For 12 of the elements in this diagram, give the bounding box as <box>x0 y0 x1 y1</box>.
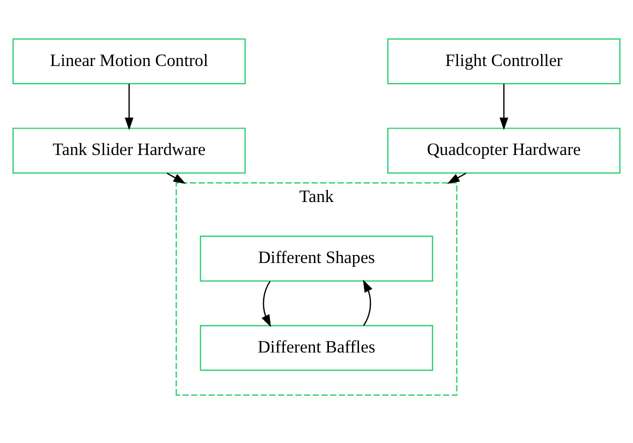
node-box: Tank Slider Hardware <box>12 127 246 174</box>
arrow <box>124 84 134 130</box>
arrow <box>362 279 372 326</box>
arrow <box>447 172 466 184</box>
arrow <box>262 280 271 327</box>
node-box: Different Shapes <box>200 235 434 282</box>
node-box: Quadcopter Hardware <box>387 127 621 174</box>
arrow <box>500 84 508 130</box>
node-box: Different Baffles <box>200 324 434 370</box>
arrow <box>166 172 186 184</box>
node-box: Flight Controller <box>387 38 621 84</box>
node-box: Linear Motion Control <box>12 38 246 84</box>
